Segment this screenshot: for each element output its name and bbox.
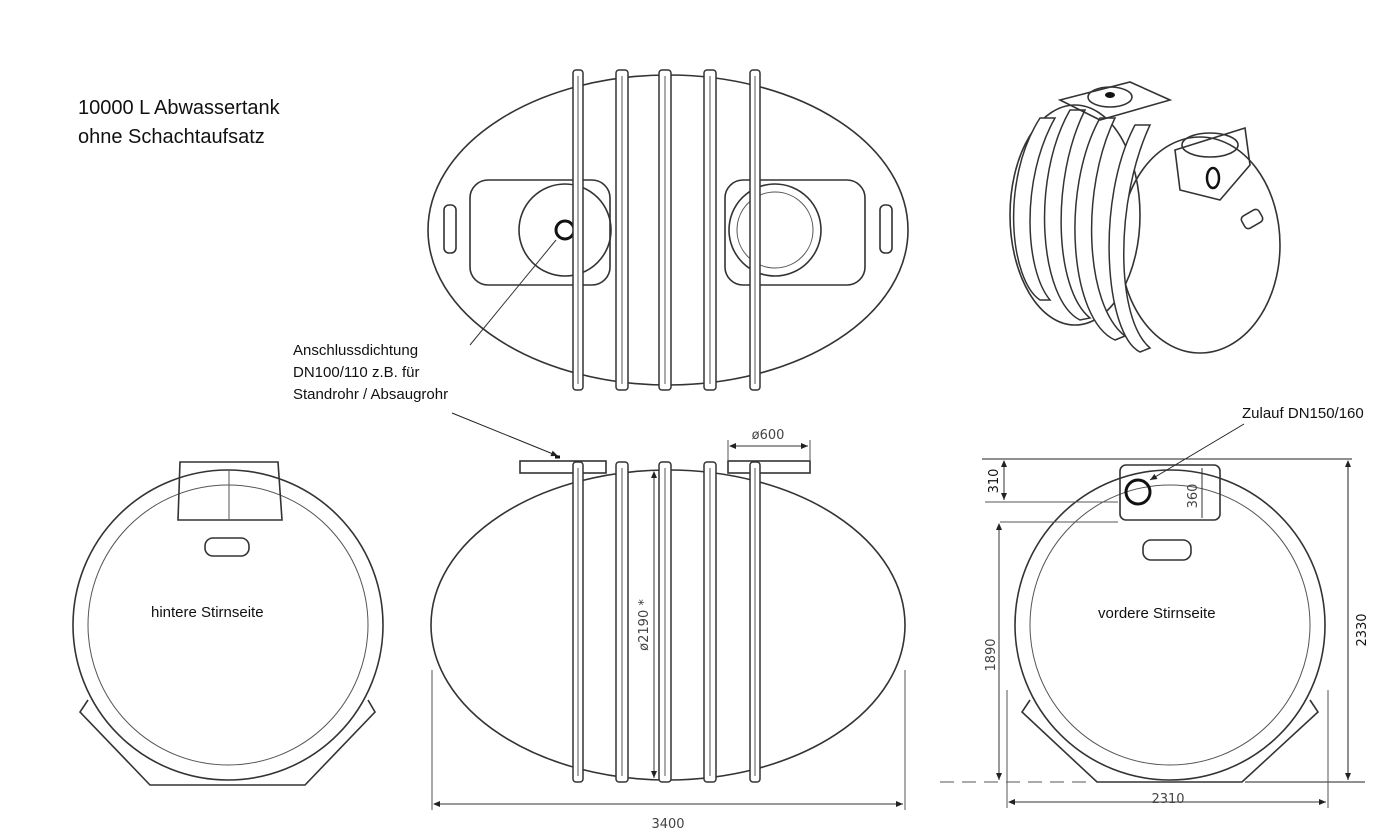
title-line-2: ohne Schachtaufsatz: [78, 126, 265, 148]
dim-top-offset: 310: [987, 469, 1002, 494]
inlet-note: Zulauf DN150/160: [1242, 405, 1364, 422]
dim-dome-height: 360: [1186, 484, 1201, 509]
dim-inlet-height: 1890: [984, 638, 999, 671]
seal-note-line-1: Anschlussdichtung: [293, 342, 419, 359]
front-end-view: [940, 423, 1365, 808]
rear-end-label: hintere Stirnseite: [151, 604, 264, 621]
dim-height: 2330: [1355, 613, 1370, 646]
seal-note-line-2: DN100/110 z.B. für: [293, 364, 420, 381]
front-end-label: vordere Stirnseite: [1098, 605, 1216, 622]
seal-note: Anschlussdichtung DN100/110 z.B. für Sta…: [293, 340, 448, 406]
side-view: [430, 412, 906, 810]
isometric-view: [1009, 81, 1281, 354]
dim-diameter: ø2190 *: [637, 599, 652, 651]
dim-width: 2310: [1151, 792, 1184, 807]
dim-manhole: ø600: [752, 428, 785, 443]
dim-length: 3400: [651, 817, 684, 832]
rear-end-view: [72, 461, 384, 786]
drawing-title: 10000 L Abwassertank ohne Schachtaufsatz: [78, 94, 280, 152]
title-line-1: 10000 L Abwassertank: [78, 97, 280, 119]
top-view: [427, 69, 909, 391]
seal-note-line-3: Standrohr / Absaugrohr: [293, 386, 449, 403]
